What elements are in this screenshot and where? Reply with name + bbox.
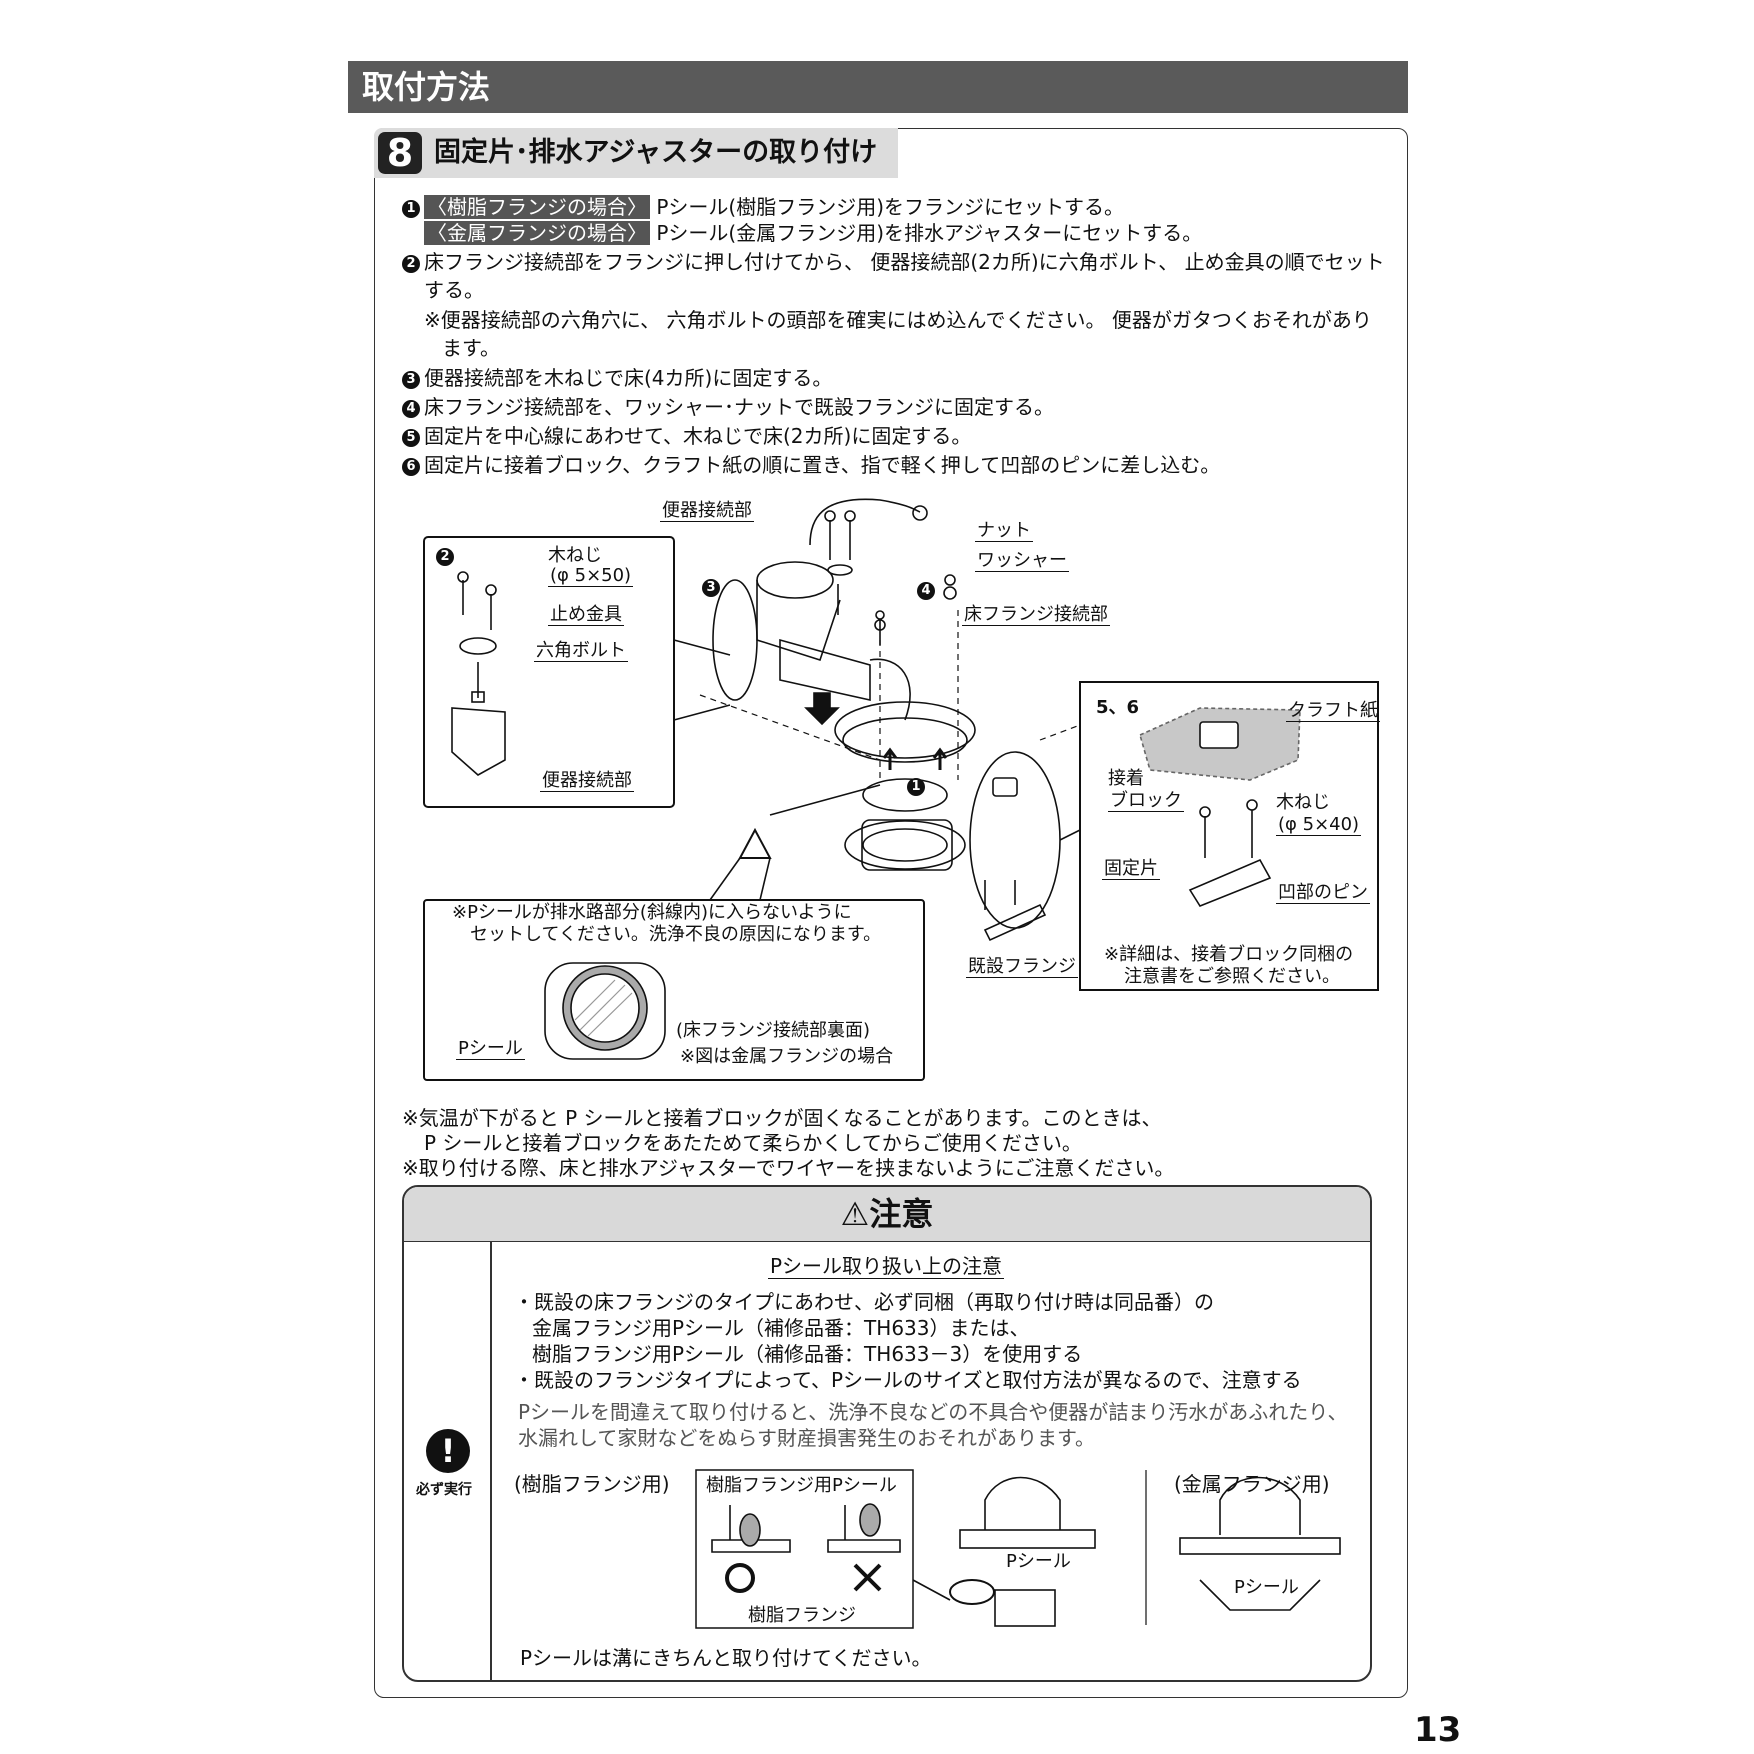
instruction-2-cont: する。 — [424, 278, 484, 302]
seal-box-caption-1: (床フランジ接続部裏面) — [676, 1020, 871, 1041]
right-box-note-2: 注意書をご参照ください。 — [1124, 966, 1340, 987]
seal-box-note-1: ※Pシールが排水路部分(斜線内)に入らないように — [452, 902, 852, 923]
section-header: 取付方法 — [348, 61, 1408, 113]
caution-subtitle: Pシール取り扱い上の注意 — [768, 1254, 1005, 1279]
caution-footer: Pシールは溝にきちんと取り付けてください。 — [520, 1646, 932, 1670]
seal-box-caption-2: ※図は金属フランジの場合 — [680, 1046, 894, 1067]
label-pseal: Pシール — [456, 1038, 525, 1060]
caution-divider — [490, 1241, 492, 1680]
label-fixing-piece: 固定片 — [1102, 858, 1160, 880]
label-recess-pin: 凹部のピン — [1276, 882, 1370, 904]
label-adhesive: 接着 — [1108, 768, 1144, 789]
label-washer: ワッシャー — [975, 550, 1069, 572]
caution-bullet-1b: 樹脂フランジ用Pシール（補修品番：TH633－3）を使用する — [532, 1342, 1083, 1366]
label-wood-screw-size: (φ 5×50) — [548, 565, 634, 587]
note-2: P シールと接着ブロックをあたためて柔らかくしてからご使用ください。 — [424, 1131, 1082, 1155]
step-title: 固定片･排水アジャスターの取り付け — [434, 137, 878, 168]
label-toilet-connection: 便器接続部 — [660, 500, 754, 522]
caution-bullet-1: ・既設の床フランジのタイプにあわせ、必ず同梱（再取り付け時は同品番）の — [514, 1290, 1214, 1314]
step-4-marker: 4 — [917, 580, 939, 600]
seal-box-note-2: セットしてください。洗浄不良の原因になります。 — [470, 924, 882, 945]
caution-bullet-1a: 金属フランジ用Pシール（補修品番：TH633）または、 — [532, 1316, 1030, 1340]
left-box-step: 2 — [436, 546, 458, 566]
instruction-1a: 1〈樹脂フランジの場合〉 Pシール(樹脂フランジ用)をフランジにセットする。 — [402, 193, 1124, 221]
instruction-1b: 〈金属フランジの場合〉 Pシール(金属フランジ用)を排水アジャスターにセットする… — [424, 219, 1202, 247]
label-adhesive-block: ブロック — [1108, 790, 1184, 812]
resin-flange-label: 樹脂フランジ — [748, 1605, 856, 1626]
caution-title: ⚠注意 — [840, 1195, 934, 1233]
instruction-2-note: ※便器接続部の六角穴に、 六角ボルトの頭部を確実にはめ込んでください。 便器がガ… — [424, 308, 1372, 332]
must-do-label: 必ず実行 — [416, 1482, 472, 1498]
label-nut: ナット — [975, 520, 1033, 542]
step-number: 8 — [378, 132, 422, 174]
caution-box: ⚠注意 ! 必ず実行 Pシール取り扱い上の注意 ・既設の床フランジのタイプにあわ… — [402, 1185, 1372, 1682]
step-tab — [374, 128, 898, 178]
note-1: ※気温が下がると P シールと接着ブロックが固くなることがあります。このときは、 — [402, 1106, 1162, 1130]
label-existing-flange: 既設フランジ — [966, 956, 1078, 978]
step-1-marker: 1 — [907, 776, 929, 796]
metal-flange-heading: (金属フランジ用) — [1174, 1472, 1330, 1496]
mandatory-icon: ! — [426, 1429, 470, 1473]
label-floor-flange-part: 床フランジ接続部 — [962, 604, 1110, 626]
metal-pseal-callout: Pシール — [1234, 1577, 1299, 1598]
resin-pseal-callout: Pシール — [1006, 1551, 1071, 1572]
caution-header — [404, 1187, 1370, 1242]
right-box-step: 5、6 — [1096, 697, 1140, 718]
caution-bullet-2: ・既設のフランジタイプによって、Pシールのサイズと取付方法が異なるので、注意する — [514, 1368, 1302, 1392]
right-box-note-1: ※詳細は、接着ブロック同梱の — [1104, 944, 1354, 965]
label-kraft-paper: クラフト紙 — [1286, 700, 1380, 722]
note-3: ※取り付ける際、床と排水アジャスターでワイヤーを挟まないようにご注意ください。 — [402, 1156, 1175, 1180]
caution-warning-2: 水漏れして家財などをぬらす財産損害発生のおそれがあります。 — [518, 1426, 1095, 1450]
label-wood-screw-right: 木ねじ — [1276, 792, 1330, 813]
resin-pseal-label: 樹脂フランジ用Pシール — [706, 1475, 897, 1496]
warning-triangle-icon: ⚠ — [840, 1195, 870, 1233]
instruction-2-note-cont: ます。 — [442, 336, 500, 360]
label-hex-bolt: 六角ボルト — [534, 640, 628, 662]
page-number: 13 — [1414, 1710, 1462, 1750]
resin-flange-heading: (樹脂フランジ用) — [514, 1472, 670, 1496]
step-3-marker: 3 — [702, 577, 724, 597]
label-wood-screw: 木ねじ — [548, 545, 602, 566]
label-left-toilet-part: 便器接続部 — [540, 770, 634, 792]
label-bracket: 止め金具 — [548, 604, 624, 626]
label-wood-screw-right-size: (φ 5×40) — [1276, 814, 1362, 836]
caution-warning-1: Pシールを間違えて取り付けると、洗浄不良などの不具合や便器が詰まり汚水があふれた… — [518, 1400, 1348, 1424]
